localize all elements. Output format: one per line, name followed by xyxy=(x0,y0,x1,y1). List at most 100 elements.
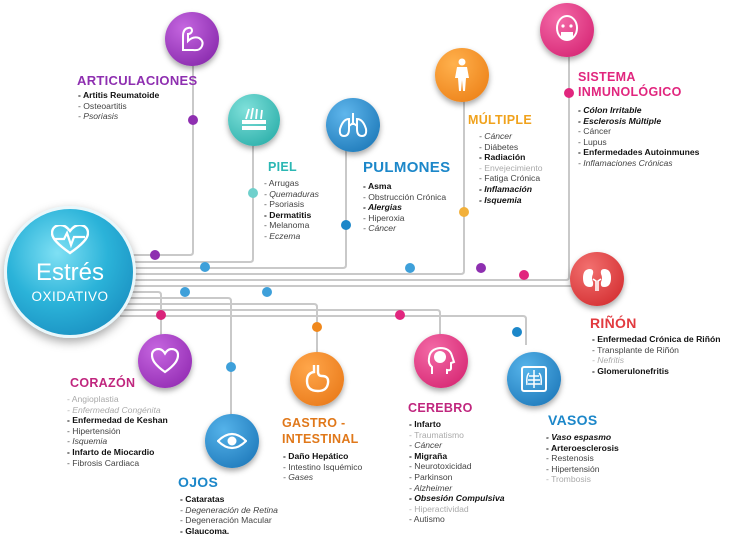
connector-dot xyxy=(150,250,160,260)
rinon-list: Enfermedad Crónica de Riñón Transplante … xyxy=(592,334,720,376)
connector-dot xyxy=(262,287,272,297)
connector-dot xyxy=(459,207,469,217)
face-mask-icon xyxy=(552,14,582,46)
list-item: Cólon Irritable xyxy=(578,105,699,116)
connector-dot xyxy=(476,263,486,273)
list-item: Nefritis xyxy=(592,355,720,366)
piel-title: PIEL xyxy=(268,160,297,174)
list-item: Trombosis xyxy=(546,474,619,485)
corazon-list: Angioplastia Enfermedad Congénita Enferm… xyxy=(67,394,168,468)
heart-pulse-icon xyxy=(50,223,90,260)
list-item: Inflamaciones Crónicas xyxy=(578,158,699,169)
list-item: Traumatismo xyxy=(409,430,505,441)
list-item: Degeneración Macular xyxy=(180,515,278,526)
sistema-circle xyxy=(540,3,594,57)
sistema-list: Cólon Irritable Esclerosis Múltiple Cánc… xyxy=(578,105,699,169)
cerebro-circle xyxy=(414,334,468,388)
list-item: Cáncer xyxy=(578,126,699,137)
connector-dot xyxy=(512,327,522,337)
list-item: Cáncer xyxy=(479,131,543,142)
corazon-title: CORAZÓN xyxy=(70,376,136,390)
list-item: Enfermedad Crónica de Riñón xyxy=(592,334,720,345)
list-item: Psoriasis xyxy=(264,199,319,210)
human-body-icon xyxy=(451,58,473,92)
xray-chest-icon xyxy=(520,365,548,393)
brain-head-icon xyxy=(426,346,456,376)
connector-dot xyxy=(226,362,236,372)
list-item: Hiperactividad xyxy=(409,504,505,515)
list-item: Angioplastia xyxy=(67,394,168,405)
list-item: Diábetes xyxy=(479,142,543,153)
vasos-title: VASOS xyxy=(548,412,598,428)
connector-dot xyxy=(156,310,166,320)
list-item: Isquemia xyxy=(479,195,543,206)
list-item: Vaso espasmo xyxy=(546,432,619,443)
list-item: Esclerosis Múltiple xyxy=(578,116,699,127)
multiple-list: Cáncer Diábetes Radiación Envejecimiento… xyxy=(479,131,543,206)
list-item: Psoriasis xyxy=(78,111,159,122)
list-item: Cáncer xyxy=(409,440,505,451)
connector-dot xyxy=(312,322,322,332)
list-item: Arteroesclerosis xyxy=(546,443,619,454)
cerebro-title: CEREBRO xyxy=(408,401,473,415)
connector-dot xyxy=(395,310,405,320)
rinon-title: RIÑÓN xyxy=(590,315,637,331)
ojos-title: OJOS xyxy=(178,474,219,490)
connector-dot xyxy=(341,220,351,230)
articulaciones-circle xyxy=(165,12,219,66)
list-item: Transplante de Riñón xyxy=(592,345,720,356)
skin-hair-icon xyxy=(239,106,269,134)
pulmones-circle xyxy=(326,98,380,152)
hub-title: Estrés xyxy=(35,259,104,286)
connector-dot xyxy=(188,115,198,125)
list-item: Radiación xyxy=(479,152,543,163)
list-item: Degeneración de Retina xyxy=(180,505,278,516)
kidneys-icon xyxy=(581,266,613,292)
list-item: Infarto xyxy=(409,419,505,430)
rinon-circle xyxy=(570,252,624,306)
sistema-title: INMUNOLÓGICO xyxy=(578,85,682,99)
list-item: Autismo xyxy=(409,514,505,525)
oxidative-stress-hub: Estrés OXIDATIVO xyxy=(4,206,136,338)
list-item: Restenosis xyxy=(546,453,619,464)
list-item: Isquemia xyxy=(67,436,168,447)
vasos-list: Vaso espasmo Arteroesclerosis Restenosis… xyxy=(546,432,619,485)
list-item: Obstrucción Crónica xyxy=(363,192,446,203)
list-item: Enfermedad de Keshan xyxy=(67,415,168,426)
stomach-icon xyxy=(303,364,331,394)
list-item: Cáncer xyxy=(363,223,446,234)
gastro-circle xyxy=(290,352,344,406)
list-item: Osteoartitis xyxy=(78,101,159,112)
list-item: Inflamación xyxy=(479,184,543,195)
list-item: Dermatitis xyxy=(264,210,319,221)
piel-list: Arrugas Quemaduras Psoriasis Dermatitis … xyxy=(264,178,319,242)
list-item: Envejecimiento xyxy=(479,163,542,174)
connector-dot xyxy=(200,262,210,272)
connector-dot xyxy=(564,88,574,98)
list-item: Lupus xyxy=(578,137,699,148)
list-item: Infarto de Miocardio xyxy=(67,447,168,458)
list-item: Enfermedades Autoinmunes xyxy=(578,147,699,158)
list-item: Enfermedad Congénita xyxy=(67,405,168,416)
list-item: Quemaduras xyxy=(264,189,319,200)
list-item: Daño Hepático xyxy=(283,451,362,462)
eye-icon xyxy=(217,431,247,451)
cerebro-list: Infarto Traumatismo Cáncer Migraña Neuro… xyxy=(409,419,505,525)
list-item: Hipertensión xyxy=(67,426,168,437)
list-item: Glaucoma. xyxy=(180,526,278,537)
connector-dot xyxy=(180,287,190,297)
connector-dot xyxy=(519,270,529,280)
connector-dot xyxy=(248,188,258,198)
lungs-icon xyxy=(337,111,369,139)
heart-icon xyxy=(151,348,179,374)
hub-subtitle: OXIDATIVO xyxy=(31,289,109,304)
multiple-circle xyxy=(435,48,489,102)
articulaciones-title: ARTICULACIONES xyxy=(77,73,198,88)
vasos-circle xyxy=(507,352,561,406)
list-item: Cataratas xyxy=(180,494,278,505)
list-item: Asma xyxy=(363,181,446,192)
list-item: Neurotoxicidad xyxy=(409,461,505,472)
list-item: Migraña xyxy=(409,451,505,462)
ojos-list: Cataratas Degeneración de Retina Degener… xyxy=(180,494,278,536)
pulmones-title: PULMONES xyxy=(363,159,451,176)
